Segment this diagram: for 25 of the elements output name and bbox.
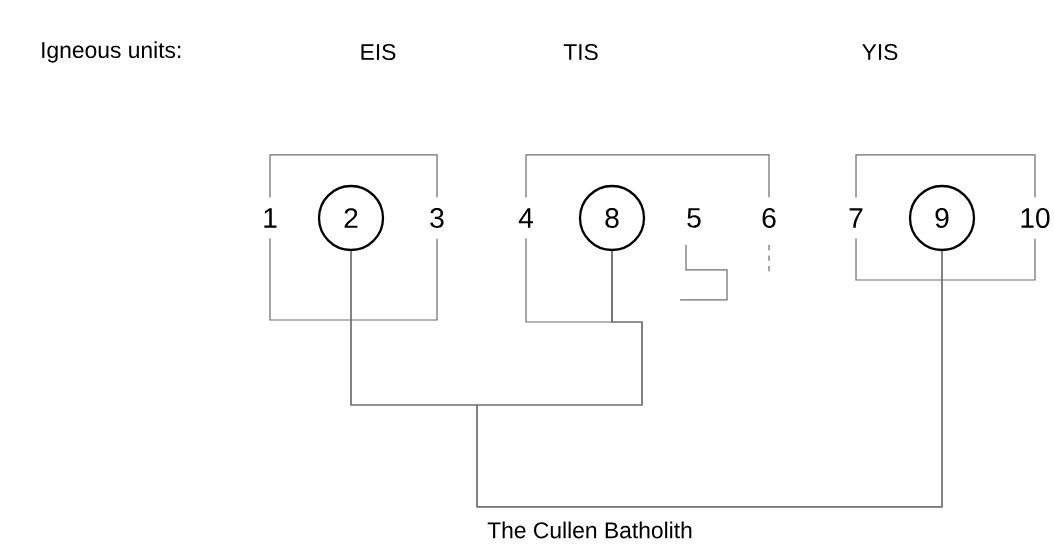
bracket-line <box>855 154 1036 199</box>
bracket-line <box>525 154 770 199</box>
bracket-line <box>525 237 613 323</box>
circle-marker <box>317 184 385 252</box>
bracket-line <box>855 237 1036 281</box>
unit-number: 2 <box>344 208 358 228</box>
row-label: Igneous units: <box>42 41 181 63</box>
circle-marker <box>578 184 646 252</box>
caption-text: The Cullen Batholith <box>487 521 692 539</box>
unit-number: 6 <box>762 208 776 228</box>
bracket-line <box>476 250 943 508</box>
unit-number: 1 <box>264 208 277 228</box>
unit-number: 9 <box>935 208 949 228</box>
column-heading: TIS <box>563 43 598 61</box>
unit-number: 5 <box>687 208 701 228</box>
bracket-line <box>269 154 438 199</box>
bracket-line <box>269 237 438 321</box>
unit-number: 7 <box>849 208 863 228</box>
unit-number: 8 <box>605 208 619 228</box>
column-heading: EIS <box>361 43 396 61</box>
column-heading: YIS <box>862 43 898 61</box>
unit-number: 10 <box>1021 208 1050 228</box>
circle-marker <box>908 184 976 252</box>
unit-number: 4 <box>518 208 533 228</box>
unit-number: 3 <box>430 208 444 228</box>
